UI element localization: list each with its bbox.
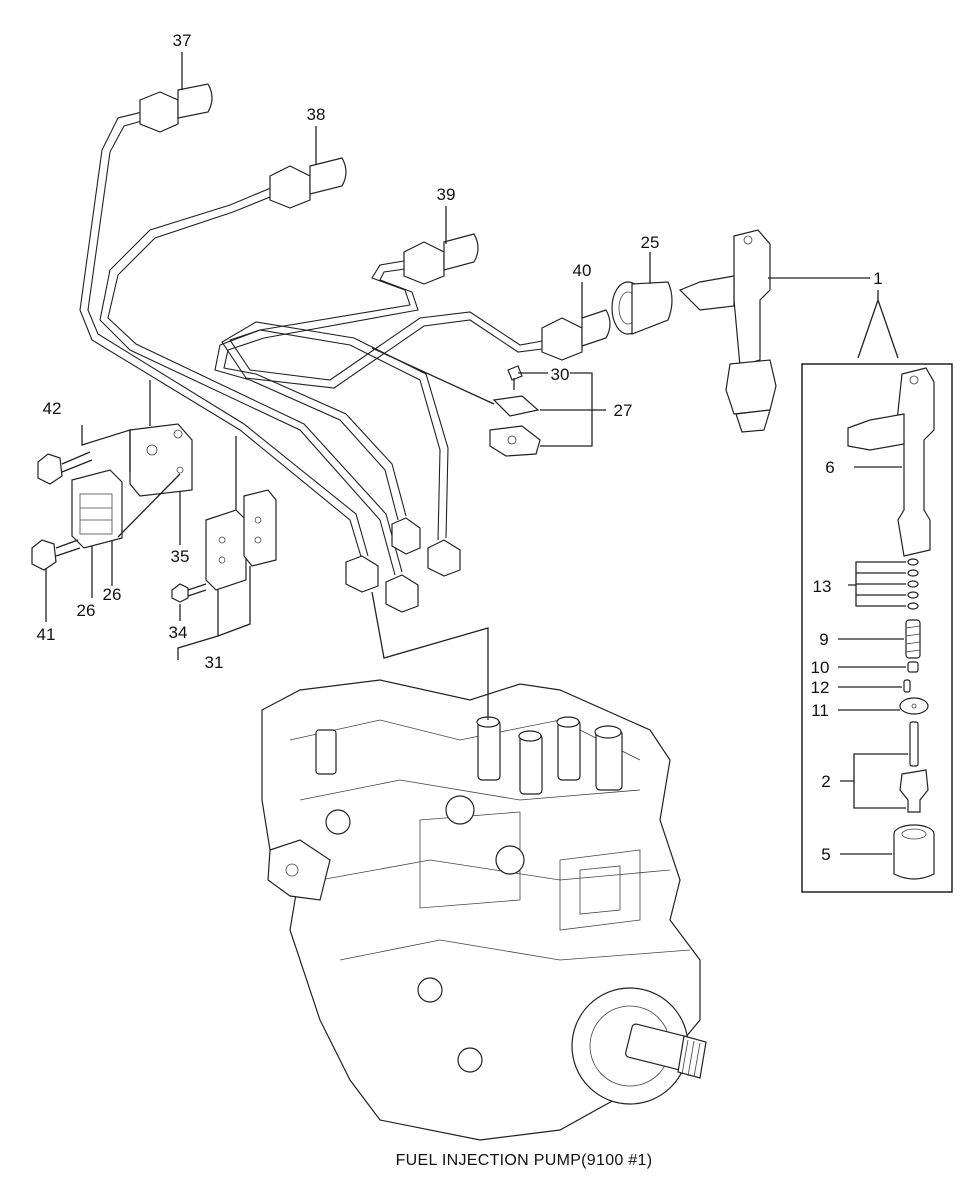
spring-seat-10 [907, 661, 919, 673]
clamp-31 [205, 489, 277, 591]
leader-lines [45, 52, 908, 855]
bolt-34 [171, 583, 207, 603]
callout-34: 34 [169, 623, 188, 642]
nozzle-kit-box [801, 363, 953, 893]
nozzle-2 [899, 721, 929, 813]
callout-6: 6 [825, 458, 834, 477]
spring-9 [905, 619, 921, 659]
diagram-caption: FUEL INJECTION PUMP(9100 #1) [396, 1152, 653, 1169]
callout-26-right: 26 [103, 585, 122, 604]
callout-5: 5 [821, 845, 830, 864]
callout-42: 42 [43, 399, 62, 418]
callout-40: 40 [573, 261, 592, 280]
retaining-nut-5 [893, 824, 935, 880]
pipe-fitting-38 [269, 157, 347, 209]
fuel-injection-pump-body [261, 679, 707, 1141]
pipe-nut [345, 555, 379, 593]
pin-12 [903, 679, 911, 693]
pipe-fitting-40 [541, 309, 611, 361]
callout-27: 27 [614, 401, 633, 420]
shims-13 [907, 558, 919, 610]
callout-13: 13 [813, 577, 832, 596]
callout-1: 1 [873, 269, 882, 288]
callout-11: 11 [811, 701, 829, 720]
bolt-42 [37, 451, 93, 485]
callout-25: 25 [641, 233, 660, 252]
pipe-fitting-39 [403, 233, 479, 285]
pipe-nut [427, 539, 461, 577]
callout-2: 2 [821, 772, 830, 791]
callout-10: 10 [811, 658, 830, 677]
callout-39: 39 [437, 185, 456, 204]
pipe-nut [385, 574, 419, 613]
injector-assembly-1 [678, 229, 777, 433]
callout-12: 12 [811, 678, 830, 697]
nozzle-holder-6 [847, 367, 935, 557]
bolt-41 [31, 539, 81, 571]
callout-labels: 37 38 39 25 40 1 30 27 42 6 35 26 26 41 … [37, 31, 883, 864]
clamp-26 [71, 469, 123, 549]
callout-35: 35 [171, 547, 190, 566]
callout-37: 37 [173, 31, 192, 50]
clamp-35 [129, 423, 193, 497]
callout-30: 30 [551, 365, 570, 384]
nozzle-seal-25 [611, 281, 673, 335]
callout-38: 38 [307, 105, 326, 124]
callout-26-left: 26 [77, 601, 96, 620]
pipe-fitting-37 [139, 83, 213, 133]
callout-9: 9 [819, 630, 828, 649]
pipe-nut [391, 517, 421, 555]
callout-31: 31 [205, 653, 224, 672]
spacer-11 [899, 697, 929, 715]
pipe-clamp-27 [489, 365, 541, 457]
callout-41: 41 [37, 625, 56, 644]
injection-pipes [79, 83, 611, 613]
